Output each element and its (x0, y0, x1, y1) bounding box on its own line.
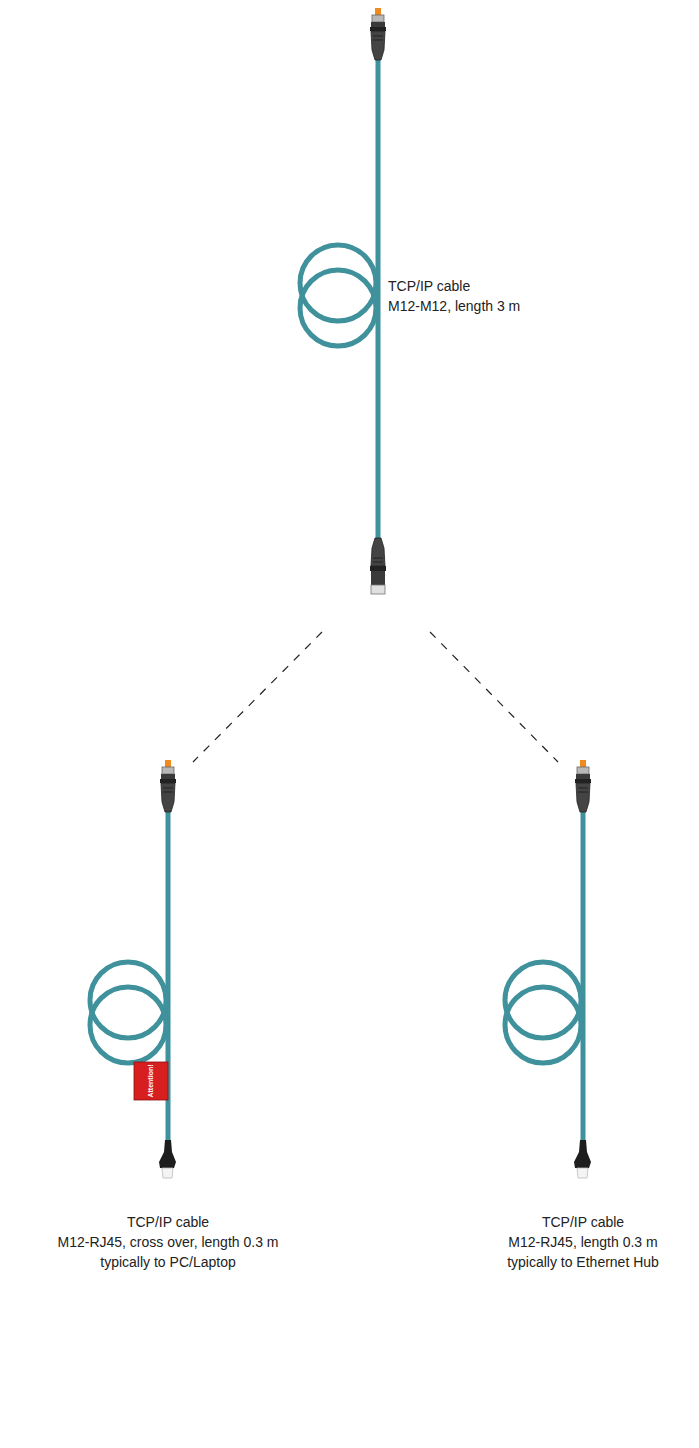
cable-label: TCP/IP cable (127, 1212, 209, 1232)
cable-spec: M12-RJ45, cross over, length 0.3 m (58, 1232, 279, 1252)
cable-usage: typically to Ethernet Hub (507, 1252, 659, 1272)
dashed-guide (193, 632, 558, 762)
cable-spec: M12-RJ45, length 0.3 m (508, 1232, 657, 1252)
m12-m12-cable (300, 8, 386, 594)
m12-rj45-crossover-cable (90, 760, 176, 1178)
warning-sticker (134, 1062, 168, 1100)
cable-usage: typically to PC/Laptop (100, 1252, 235, 1272)
cable-label: TCP/IP cable (542, 1212, 624, 1232)
cable-label: TCP/IP cable (388, 276, 470, 296)
warning-text: Attention! (147, 1064, 155, 1097)
m12-rj45-cable (505, 760, 591, 1178)
cable-spec: M12-M12, length 3 m (388, 296, 520, 316)
